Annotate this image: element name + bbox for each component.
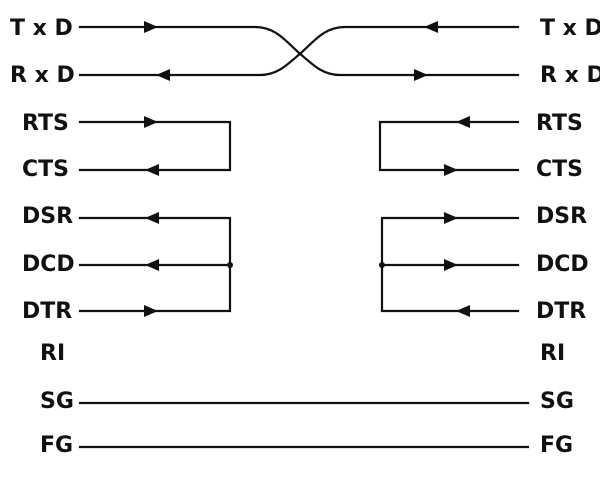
left-label-txd: T x D: [10, 16, 73, 41]
right-label-ri: RI: [540, 341, 565, 366]
arrow-right-icon: [444, 259, 458, 271]
wire-right-rts-cts-loop: [378, 120, 520, 172]
arrow-left-icon: [145, 259, 159, 271]
arrow-left-icon: [156, 69, 170, 81]
wire-left-rts-cts-loop: [78, 120, 232, 172]
arrow-right-icon: [444, 212, 458, 224]
left-label-sg: SG: [40, 389, 74, 414]
right-label-fg: FG: [540, 433, 573, 458]
left-label-dtr: DTR: [22, 299, 72, 324]
left-label-rxd: R x D: [10, 63, 75, 88]
arrow-left-icon: [424, 21, 438, 33]
arrow-right-icon: [144, 21, 158, 33]
wire-right-txd-to-left-rxd: [78, 25, 520, 77]
right-label-txd: T x D: [540, 16, 600, 41]
arrow-right-icon: [414, 69, 428, 81]
left-label-fg: FG: [40, 433, 73, 458]
left-label-dsr: DSR: [22, 204, 73, 229]
left-label-ri: RI: [40, 341, 65, 366]
right-label-dsr: DSR: [536, 204, 587, 229]
wire-left-txd-to-right-rxd: [78, 25, 520, 77]
arrow-left-icon: [456, 305, 470, 317]
left-label-rts: RTS: [22, 111, 69, 136]
arrow-right-icon: [444, 164, 458, 176]
junction-dot-left: [227, 262, 233, 268]
junction-dot-right: [379, 262, 385, 268]
left-label-dcd: DCD: [22, 252, 75, 277]
left-label-cts: CTS: [22, 157, 69, 182]
arrow-left-icon: [145, 212, 159, 224]
right-label-dcd: DCD: [536, 252, 589, 277]
arrow-right-icon: [144, 305, 158, 317]
arrow-left-icon: [145, 164, 159, 176]
arrow-left-icon: [456, 116, 470, 128]
right-label-cts: CTS: [536, 157, 583, 182]
right-label-dtr: DTR: [536, 299, 586, 324]
right-label-sg: SG: [540, 389, 574, 414]
right-label-rxd: R x D: [540, 63, 600, 88]
right-label-rts: RTS: [536, 111, 583, 136]
arrow-right-icon: [144, 116, 158, 128]
